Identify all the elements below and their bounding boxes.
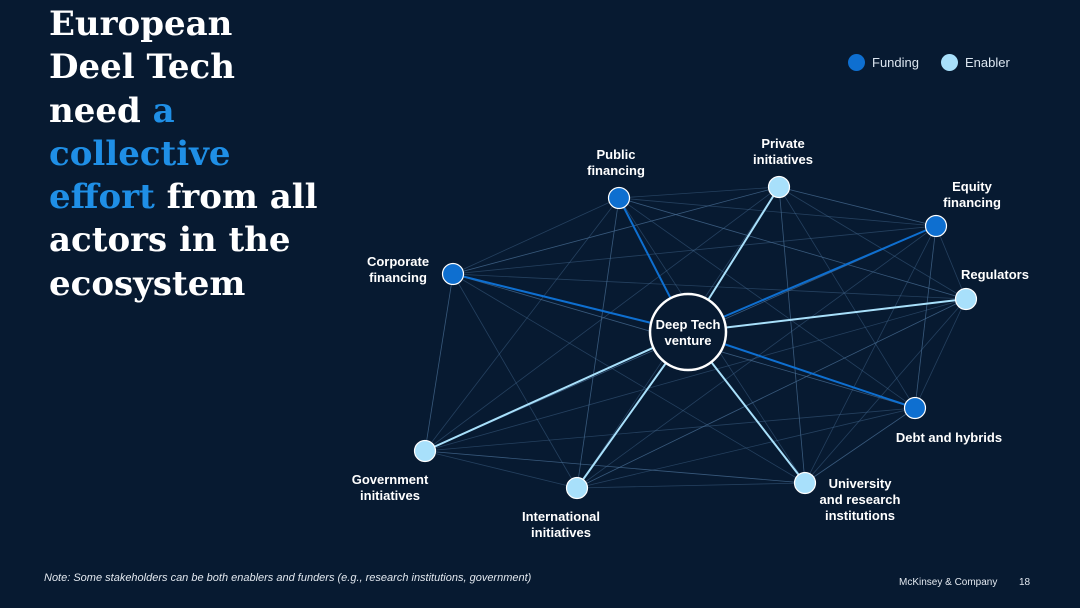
- node-label-equity: Equity financing: [943, 179, 1001, 210]
- node-government: [413, 439, 437, 463]
- node-label-public: Public financing: [587, 147, 645, 178]
- node-label-regulators: Regulators: [961, 267, 1029, 282]
- mesh-line-debt-university: [804, 407, 916, 484]
- mesh-line-regulators-corporate: [452, 273, 967, 300]
- company-name: McKinsey & Company: [899, 577, 998, 588]
- center-node: [648, 292, 728, 372]
- node-label-university: University and research institutions: [819, 476, 901, 523]
- headline-accent-collective: collective: [49, 133, 231, 174]
- mesh-line-public-corporate: [452, 197, 620, 275]
- node-public: [607, 186, 631, 210]
- node-private: [767, 175, 791, 199]
- mesh-line-private-corporate: [452, 186, 780, 275]
- node-university: [793, 471, 817, 495]
- mesh-line-equity-debt: [914, 225, 937, 409]
- mesh-line-equity-regulators: [935, 225, 967, 300]
- mesh-line-university-government: [424, 450, 806, 484]
- spoke-line-equity: [687, 225, 937, 333]
- footnote: Note: Some stakeholders can be both enab…: [44, 572, 532, 584]
- mesh-line-regulators-international: [576, 298, 967, 489]
- legend: Funding Enabler: [848, 54, 1032, 71]
- node-circles: [413, 175, 978, 500]
- headline-line-6: actors in the: [49, 220, 291, 261]
- mesh-line-university-international: [576, 482, 806, 489]
- node-label-international: International initiatives: [521, 509, 600, 540]
- mesh-line-equity-corporate: [452, 225, 937, 275]
- headline: European Deel Tech need a collective eff…: [49, 3, 349, 306]
- spoke-line-regulators: [687, 298, 967, 333]
- mesh-line-regulators-debt: [914, 298, 967, 409]
- mesh-line-private-university: [778, 186, 806, 484]
- mesh-line-university-corporate: [452, 273, 806, 484]
- headline-accent-effort: effort: [49, 177, 155, 218]
- mesh-line-equity-university: [804, 225, 937, 484]
- legend-item-enabler: Enabler: [940, 54, 1010, 71]
- headline-line-2: Deel Tech: [49, 47, 235, 88]
- mesh-line-public-international: [576, 197, 620, 489]
- mesh-line-regulators-government: [424, 298, 967, 452]
- node-label-private: Private initiatives: [753, 136, 813, 167]
- mesh-line-private-equity: [778, 186, 937, 227]
- page-number: 18: [1019, 577, 1031, 588]
- enabler-dot-icon: [940, 54, 958, 71]
- mesh-line-private-regulators: [778, 186, 967, 300]
- headline-accent-a: a: [152, 90, 175, 131]
- mesh-line-public-government: [424, 197, 620, 452]
- legend-enabler-label: Enabler: [964, 55, 1010, 70]
- center-label: Deep Tech venture: [655, 317, 721, 348]
- spoke-line-government: [424, 331, 689, 452]
- funding-dot-icon: [848, 54, 865, 71]
- mesh-line-international-government: [424, 450, 578, 489]
- mesh-line-international-corporate: [452, 273, 578, 489]
- legend-item-funding: Funding: [848, 54, 919, 71]
- mesh-line-debt-government: [424, 407, 916, 452]
- mesh-line-private-debt: [778, 186, 916, 409]
- mesh-line-regulators-university: [804, 298, 967, 484]
- mesh-line-public-equity: [618, 197, 937, 227]
- headline-line-5: from all: [154, 177, 318, 218]
- node-regulators: [954, 287, 978, 311]
- headline-line-7: ecosystem: [49, 263, 246, 304]
- mesh-line-public-debt: [618, 197, 916, 409]
- mesh-line-public-private: [618, 186, 780, 199]
- node-label-government: Government initiatives: [351, 472, 429, 503]
- node-international: [565, 476, 589, 500]
- mesh-line-equity-international: [576, 225, 937, 489]
- node-label-corporate: Corporate financing: [366, 254, 430, 285]
- spoke-line-corporate: [452, 273, 689, 333]
- mesh-line-debt-international: [576, 407, 916, 489]
- mesh-line-private-government: [424, 186, 780, 452]
- mesh-line-government-corporate: [424, 273, 454, 452]
- node-label-debt: Debt and hybrids: [895, 430, 1003, 445]
- legend-funding-label: Funding: [872, 55, 919, 70]
- node-debt: [903, 396, 927, 420]
- node-corporate: [441, 262, 465, 286]
- mesh-line-public-regulators: [618, 197, 967, 300]
- spoke-line-debt: [687, 331, 916, 409]
- node-equity: [924, 214, 948, 238]
- headline-line-3: need: [49, 90, 153, 131]
- headline-line-1: European: [49, 4, 233, 44]
